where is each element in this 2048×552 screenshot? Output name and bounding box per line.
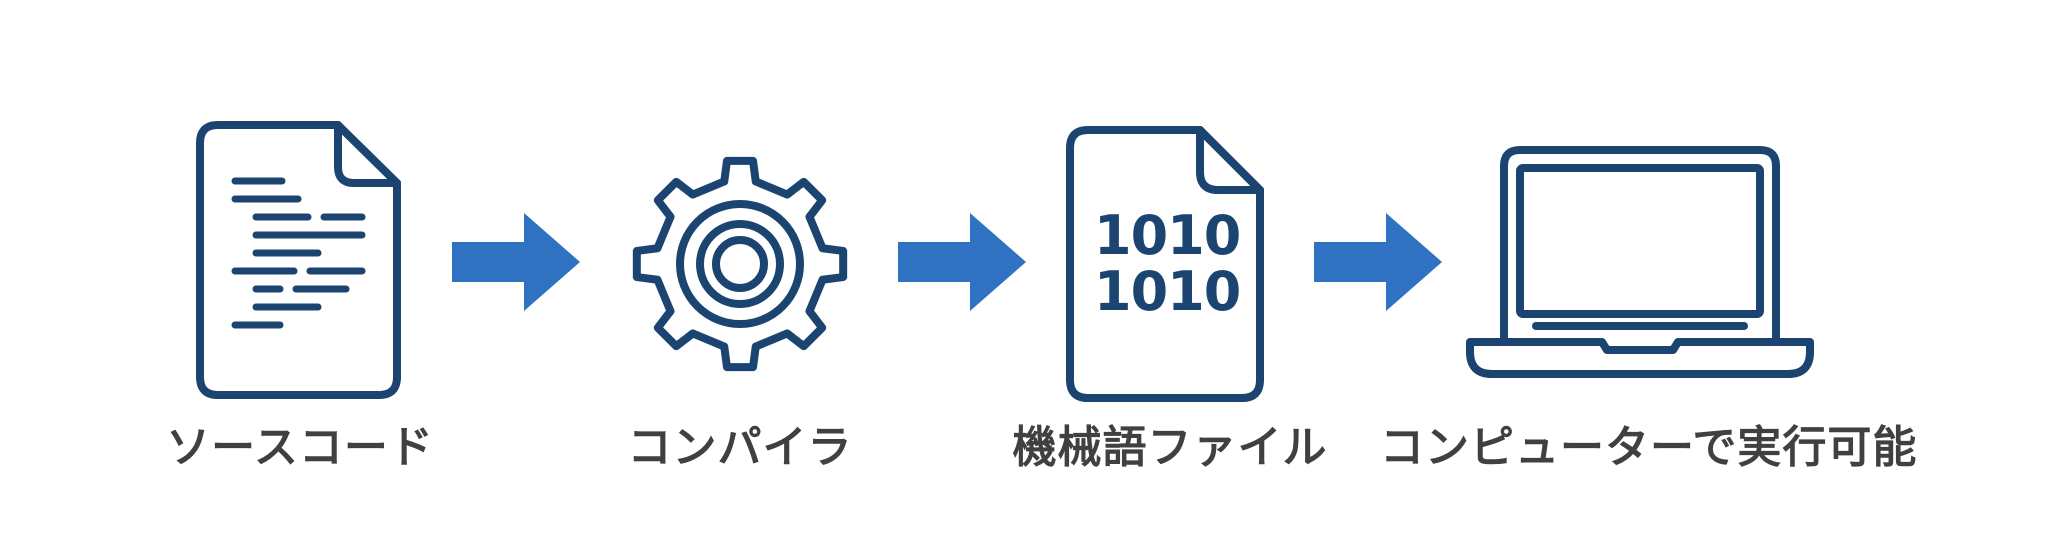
arrow-right-icon (452, 213, 580, 311)
binary-file-icon: 1010 1010 (1060, 120, 1280, 410)
source-code-file-icon (190, 115, 410, 405)
arrow-right-icon (1314, 213, 1442, 311)
step-label-executable-on-computer: コンピューターで実行可能 (1380, 422, 1918, 473)
binary-line-2: 1010 (1094, 260, 1241, 323)
step-label-source-code: ソースコード (166, 422, 434, 473)
step-label-machine-code-file: 機械語ファイル (1012, 422, 1328, 473)
step-label-compiler: コンパイラ (627, 422, 853, 473)
binary-line-1: 1010 (1094, 204, 1241, 267)
gear-icon (626, 150, 854, 378)
laptop-icon (1460, 140, 1820, 390)
arrow-right-icon (898, 213, 1026, 311)
